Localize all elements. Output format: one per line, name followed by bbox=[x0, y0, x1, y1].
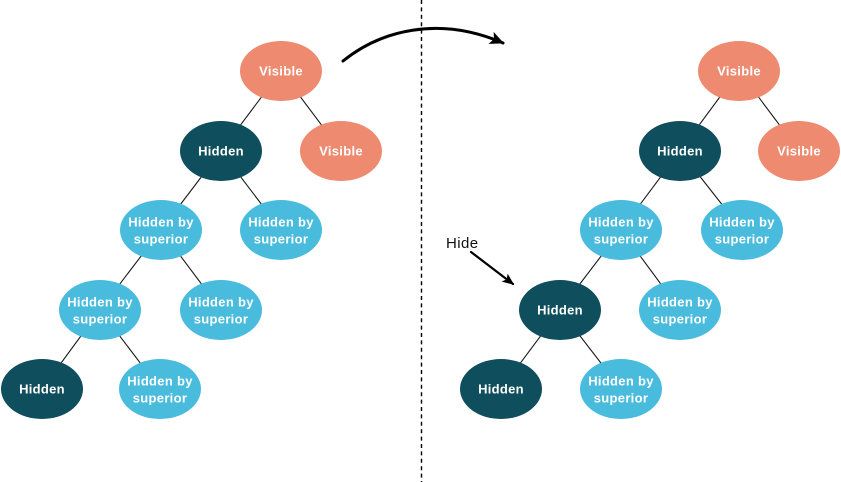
transform-arrow-icon bbox=[341, 26, 505, 63]
tree-node-ellipse bbox=[639, 121, 721, 181]
hide-label: Hide bbox=[446, 235, 478, 252]
tree-node-ellipse bbox=[120, 200, 202, 260]
tree-node-label: Hidden bbox=[478, 382, 524, 397]
tree-node-label: Hidden bbox=[198, 144, 244, 159]
tree-node-label: Visible bbox=[319, 144, 363, 159]
tree-node-visible: Visible bbox=[240, 41, 322, 101]
tree-node-ellipse bbox=[580, 200, 662, 260]
tree-node-hidden: Hidden bbox=[180, 121, 262, 181]
tree-node-ellipse bbox=[119, 359, 201, 419]
tree-node-ellipse bbox=[180, 280, 262, 340]
tree-node-ellipse bbox=[300, 121, 382, 181]
tree-node-ellipse bbox=[59, 280, 141, 340]
tree-node-ellipse bbox=[758, 121, 840, 181]
tree-node-hidden: Hidden bbox=[460, 359, 542, 419]
tree-node-label: Visible bbox=[259, 64, 303, 79]
hide-arrow-icon bbox=[469, 250, 515, 286]
tree-node-visible: Visible bbox=[300, 121, 382, 181]
tree-node-ellipse bbox=[639, 280, 721, 340]
tree-node-ellipse bbox=[240, 41, 322, 101]
tree-node-visible: Visible bbox=[758, 121, 840, 181]
tree-node-ellipse bbox=[240, 200, 322, 260]
tree-node-ellipse bbox=[180, 121, 262, 181]
tree-node-label: Hidden bbox=[657, 144, 703, 159]
tree-node-ellipse bbox=[519, 280, 601, 340]
tree-node-ellipse bbox=[698, 41, 780, 101]
tree-node-hidden: Hidden bbox=[519, 280, 601, 340]
tree-node-label: Visible bbox=[777, 144, 821, 159]
tree-node-ellipse bbox=[580, 359, 662, 419]
tree-node-hidden: Hidden bbox=[1, 359, 83, 419]
tree-node-ellipse bbox=[1, 359, 83, 419]
tree-node-label: Visible bbox=[717, 64, 761, 79]
tree-node-label: Hidden bbox=[537, 303, 583, 318]
tree-node-label: Hidden bbox=[19, 382, 65, 397]
tree-node-ellipse bbox=[701, 200, 783, 260]
tree-node-visible: Visible bbox=[698, 41, 780, 101]
tree-node-ellipse bbox=[460, 359, 542, 419]
tree-node-hidden: Hidden bbox=[639, 121, 721, 181]
